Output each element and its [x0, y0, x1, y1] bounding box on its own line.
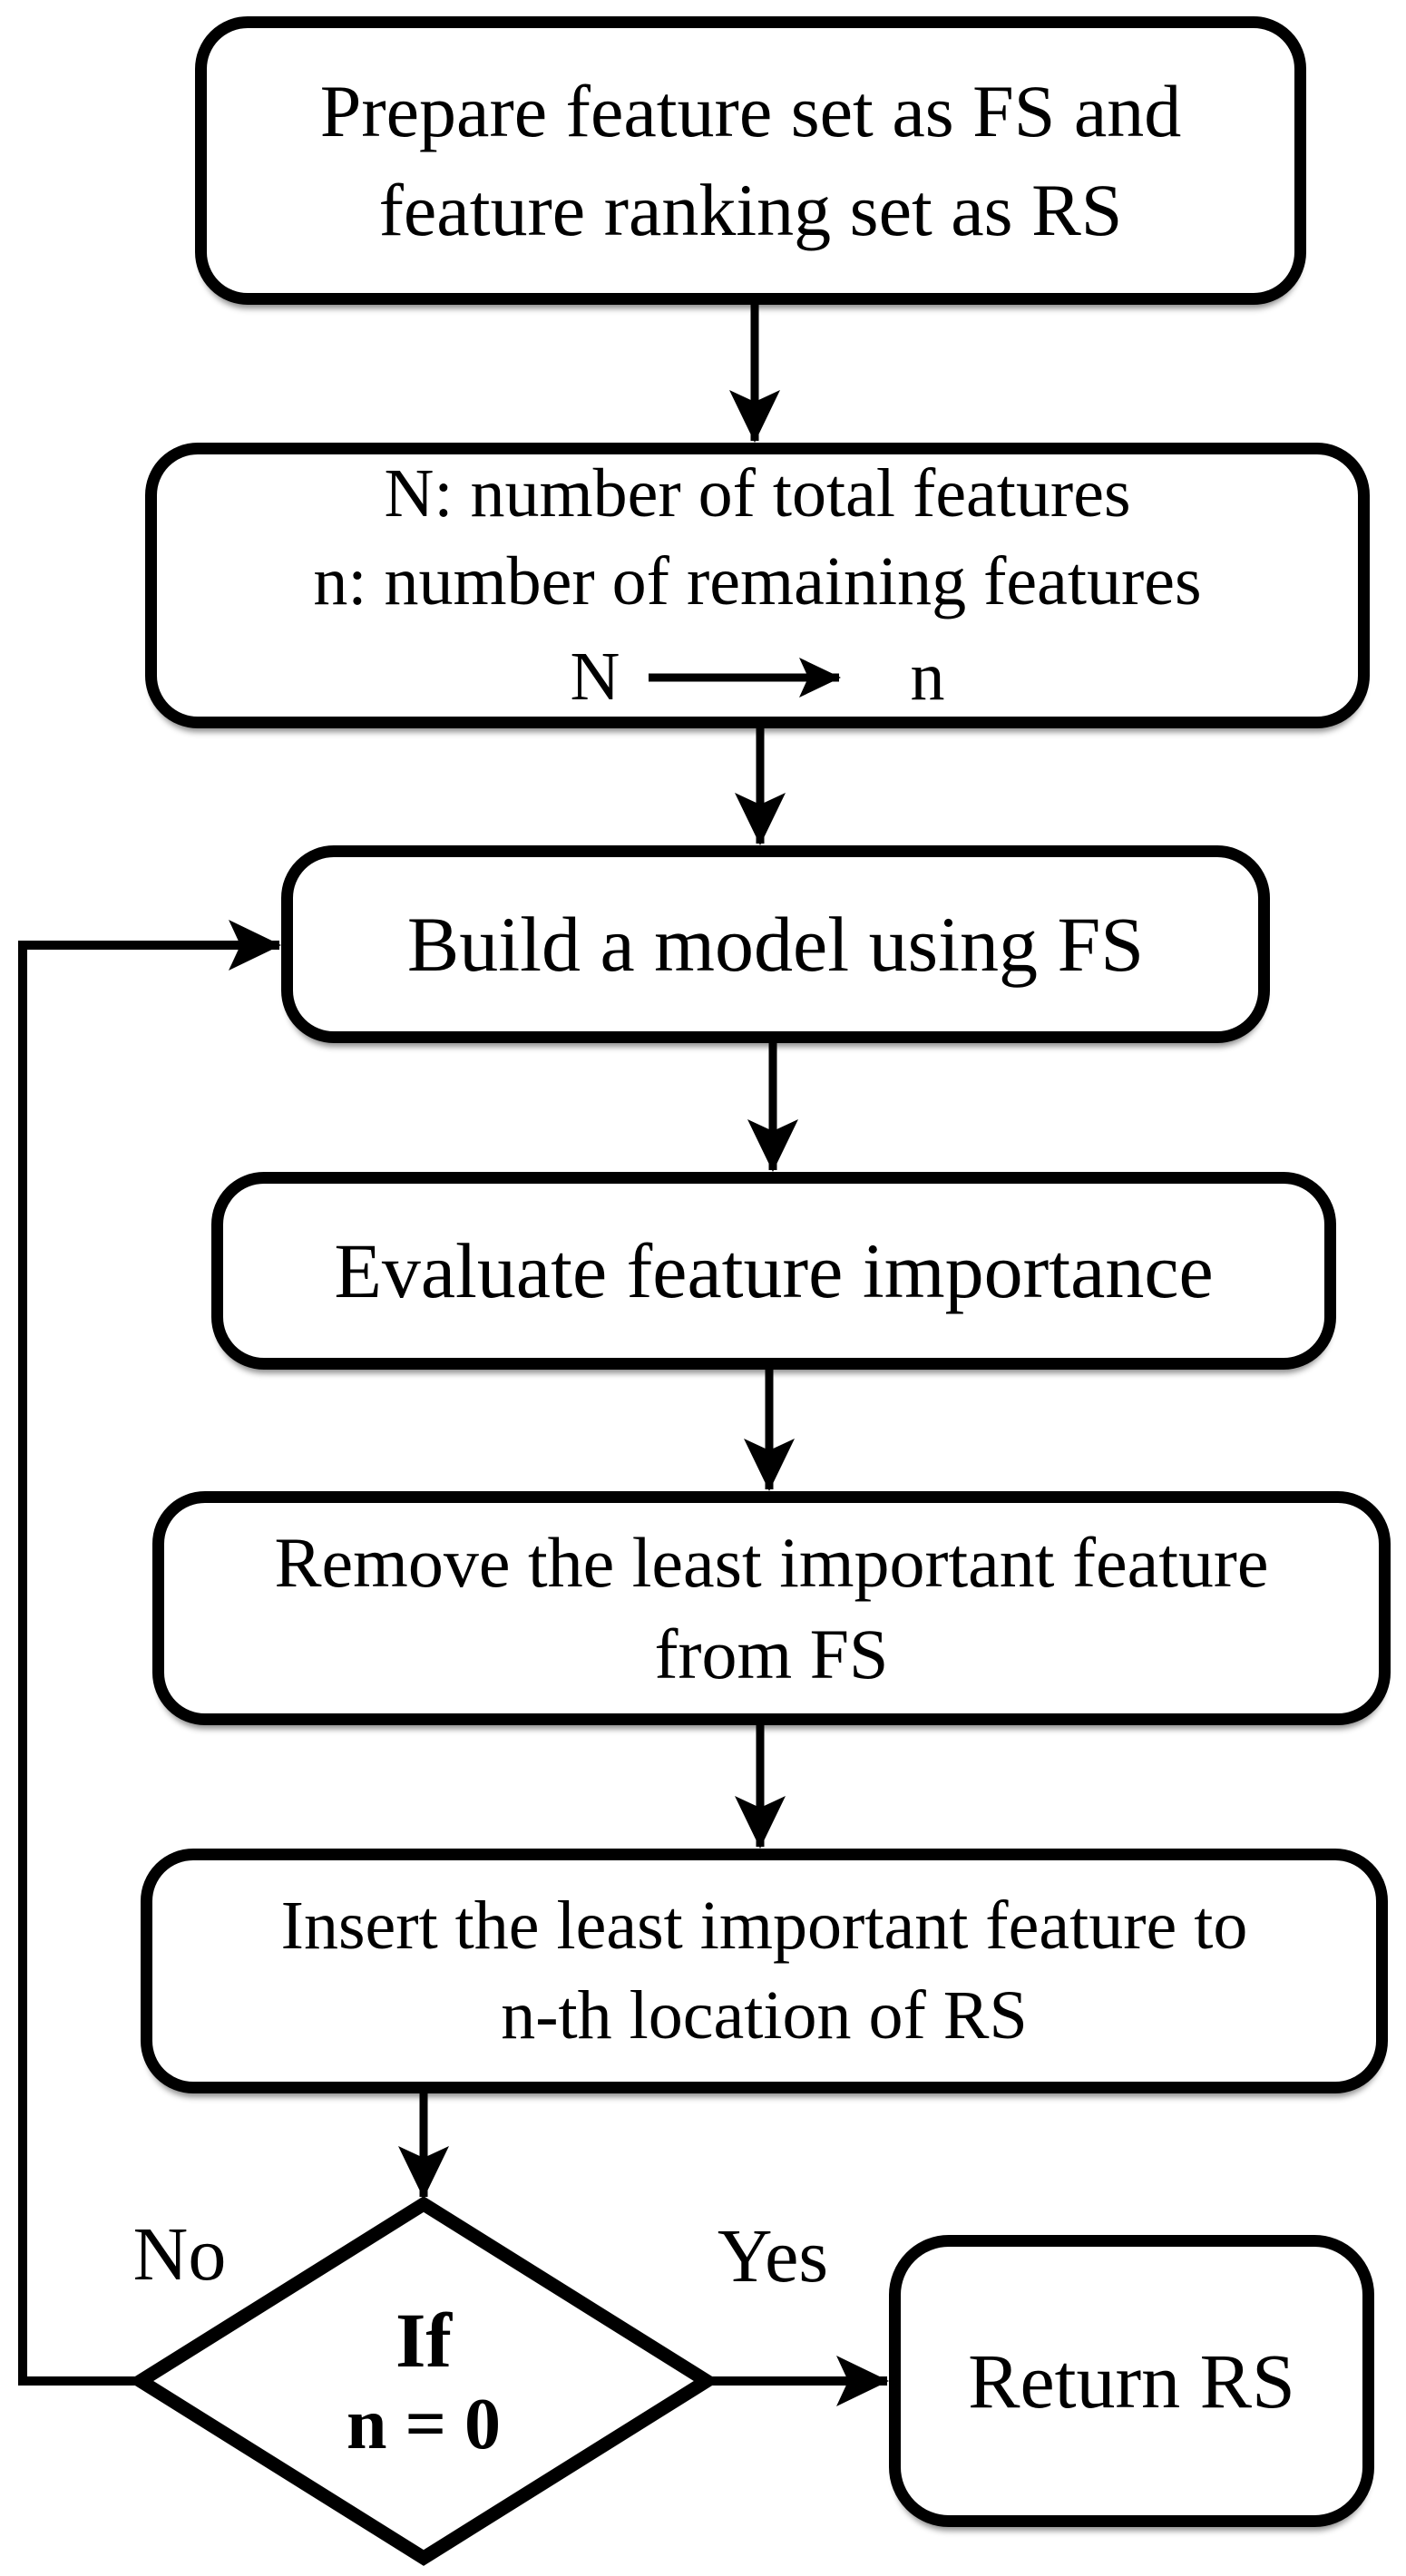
edge-decision-no-loop-to-build [18, 920, 281, 2386]
decision-condition: n = 0 [346, 2385, 502, 2464]
node-evaluate-importance: Evaluate feature importance [211, 1172, 1336, 1370]
node-prepare-feature-sets: Prepare feature set as FS and feature ra… [195, 16, 1306, 305]
node-text-line: from FS [654, 1615, 889, 1693]
node-build-model: Build a model using FS [281, 845, 1270, 1043]
branch-label-yes: Yes [717, 2214, 829, 2298]
maps-to-arrow-icon [649, 657, 842, 698]
assign-from-label: N [570, 639, 620, 716]
node-text-line: Build a model using FS [406, 901, 1145, 988]
node-text-line: n-th location of RS [501, 1977, 1028, 2054]
node-text-line: feature ranking set as RS [378, 169, 1123, 251]
decision-keyword: If [395, 2297, 453, 2384]
node-return-rs: Return RS [889, 2235, 1374, 2527]
node-text-line: Prepare feature set as FS and [319, 69, 1182, 152]
node-text-line: Evaluate feature importance [334, 1227, 1214, 1314]
decision-diamond-shape [127, 2196, 720, 2566]
node-text-line: Remove the least important feature [274, 1522, 1269, 1602]
node-remove-feature: Remove the least important feature from … [152, 1491, 1391, 1725]
branch-label-no: No [132, 2212, 227, 2297]
assignment-expression: N n [571, 633, 945, 721]
node-init-counters: N: number of total features n: number of… [145, 443, 1370, 728]
node-text-line: N: number of total features [384, 454, 1131, 532]
node-text-line: Return RS [968, 2337, 1295, 2425]
node-text-line: Insert the least important feature to [280, 1888, 1248, 1965]
node-insert-feature: Insert the least important feature to n-… [141, 1849, 1388, 2093]
node-text-line: n: number of remaining features [313, 542, 1202, 620]
decision-condition-text: If n = 0 [288, 2281, 560, 2481]
assign-to-label: n [910, 639, 945, 716]
